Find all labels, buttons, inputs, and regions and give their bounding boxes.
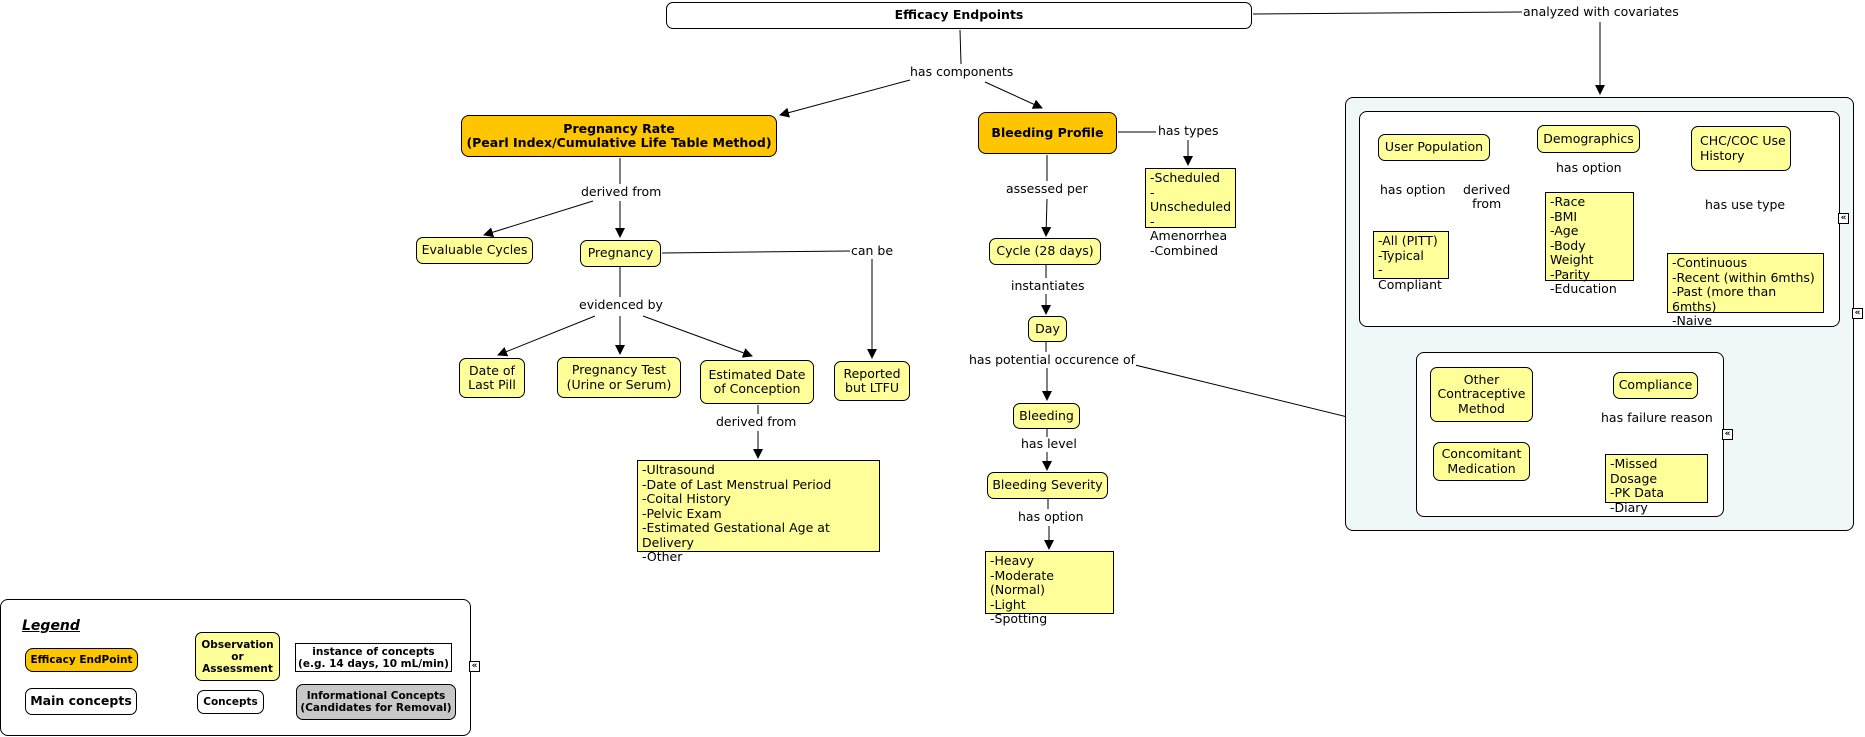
date-of-last-pill-node[interactable]: Date of Last Pill bbox=[459, 358, 525, 398]
edge-assessed-cycle bbox=[1041, 198, 1052, 237]
label-has-failure-reason: has failure reason bbox=[1600, 410, 1714, 425]
day-label: Day bbox=[1035, 320, 1060, 336]
user-population-label: User Population bbox=[1384, 139, 1484, 155]
pregnancy-rate-node[interactable]: Pregnancy Rate (Pearl Index/Cumulative L… bbox=[461, 115, 777, 157]
legend-observation: Observation or Assessment bbox=[195, 632, 280, 681]
pregnancy-rate-title: Pregnancy Rate (Pearl Index/Cumulative L… bbox=[466, 120, 772, 150]
label-analyzed-with-covariates: analyzed with covariates bbox=[1522, 4, 1680, 19]
efficacy-endpoints-root[interactable]: Efficacy Endpoints bbox=[666, 2, 1252, 29]
conception-sources-list: -Ultrasound -Date of Last Menstrual Peri… bbox=[637, 460, 880, 564]
population-options-list: -All (PITT) -Typical -Compliant bbox=[1373, 231, 1449, 291]
other-contraceptive-method-label: Other Contraceptive Method bbox=[1437, 371, 1526, 416]
label-has-level: has level bbox=[1020, 436, 1078, 451]
pregnancy-node[interactable]: Pregnancy bbox=[580, 240, 661, 267]
evaluable-cycles-label: Evaluable Cycles bbox=[421, 242, 528, 258]
label-has-use-type: has use type bbox=[1704, 197, 1787, 212]
legend-efficacy-endpoint-label: Efficacy EndPoint bbox=[30, 654, 133, 666]
pregnancy-label: Pregnancy bbox=[587, 245, 654, 261]
failure-reasons-list: -Missed Dosage -PK Data -Diary bbox=[1605, 454, 1708, 514]
legend-concepts-label: Concepts bbox=[203, 696, 258, 708]
severity-options-text: -Heavy -Moderate (Normal) -Light -Spotti… bbox=[990, 553, 1054, 626]
bleeding-label: Bleeding bbox=[1019, 407, 1074, 423]
date-of-last-pill-label: Date of Last Pill bbox=[468, 362, 516, 392]
demographics-options-list: -Race -BMI -Age -Body Weight -Parity -Ed… bbox=[1545, 192, 1634, 296]
legend-efficacy-endpoint: Efficacy EndPoint bbox=[25, 648, 138, 672]
collapse-covariates-button[interactable]: « bbox=[1852, 308, 1863, 319]
label-instantiates: instantiates bbox=[1010, 278, 1086, 293]
bleeding-node[interactable]: Bleeding bbox=[1013, 403, 1080, 429]
compliance-node[interactable]: Compliance bbox=[1613, 372, 1698, 399]
label-has-components: has components bbox=[909, 64, 1015, 79]
label-demographics-has-option: has option bbox=[1555, 160, 1623, 175]
bleeding-severity-node[interactable]: Bleeding Severity bbox=[987, 472, 1108, 499]
bleeding-profile-node[interactable]: Bleeding Profile bbox=[978, 112, 1117, 154]
root-title: Efficacy Endpoints bbox=[894, 7, 1024, 23]
label-rate-derived-from: derived from bbox=[580, 184, 663, 199]
severity-options-list: -Heavy -Moderate (Normal) -Light -Spotti… bbox=[985, 551, 1114, 626]
edge-components-bleeding bbox=[984, 81, 1043, 109]
use-types-list: -Continuous -Recent (within 6mths) -Past… bbox=[1667, 253, 1824, 328]
legend-title: Legend bbox=[22, 618, 80, 634]
legend-main-concepts-label: Main concepts bbox=[30, 693, 132, 709]
label-can-be: can be bbox=[850, 243, 895, 258]
reported-ltfu-node[interactable]: Reported but LTFU bbox=[834, 361, 910, 401]
edge-evidenced-lastpill bbox=[497, 315, 596, 357]
chc-coc-use-history-node[interactable]: CHC/COC Use History bbox=[1691, 126, 1791, 171]
day-node[interactable]: Day bbox=[1028, 316, 1067, 342]
label-severity-has-option: has option bbox=[1017, 509, 1085, 524]
label-potential-occurrence: has potential occurence of bbox=[968, 352, 1137, 367]
legend-instance-label: instance of concepts (e.g. 14 days, 10 m… bbox=[298, 645, 449, 670]
evaluable-cycles-node[interactable]: Evaluable Cycles bbox=[416, 237, 533, 264]
concomitant-medication-label: Concomitant Medication bbox=[1441, 446, 1522, 476]
pregnancy-test-label: Pregnancy Test (Urine or Serum) bbox=[566, 362, 672, 392]
edge-evidenced-conception bbox=[642, 315, 753, 358]
demographics-label: Demographics bbox=[1543, 130, 1634, 146]
population-options-text: -All (PITT) -Typical -Compliant bbox=[1378, 233, 1442, 292]
label-population-has-option: has option bbox=[1379, 182, 1447, 197]
bleeding-profile-label: Bleeding Profile bbox=[991, 124, 1104, 140]
label-conception-derived-from: derived from bbox=[715, 414, 798, 429]
collapse-legend-button[interactable]: « bbox=[469, 661, 480, 672]
concomitant-medication-node[interactable]: Concomitant Medication bbox=[1433, 442, 1530, 481]
reported-ltfu-label: Reported but LTFU bbox=[843, 365, 901, 395]
edge-components-pregnancy-rate bbox=[779, 79, 911, 118]
legend-instance: instance of concepts (e.g. 14 days, 10 m… bbox=[295, 643, 452, 672]
user-population-node[interactable]: User Population bbox=[1378, 134, 1490, 161]
use-types-text: -Continuous -Recent (within 6mths) -Past… bbox=[1672, 255, 1815, 328]
bleeding-severity-label: Bleeding Severity bbox=[992, 477, 1103, 493]
label-evidenced-by: evidenced by bbox=[578, 297, 664, 312]
legend-concepts: Concepts bbox=[197, 690, 264, 714]
cycle-28-days-node[interactable]: Cycle (28 days) bbox=[989, 238, 1101, 265]
legend-observation-label: Observation or Assessment bbox=[201, 638, 274, 675]
estimated-date-conception-node[interactable]: Estimated Date of Conception bbox=[700, 360, 814, 404]
collapse-compliance-group-button[interactable]: « bbox=[1722, 429, 1733, 440]
label-has-types: has types bbox=[1157, 123, 1220, 138]
demographics-options-text: -Race -BMI -Age -Body Weight -Parity -Ed… bbox=[1550, 194, 1617, 296]
bleeding-types-text: -Scheduled -Unscheduled -Amenorrhea -Com… bbox=[1150, 170, 1232, 258]
label-assessed-per: assessed per bbox=[1005, 181, 1089, 196]
collapse-population-group-button[interactable]: « bbox=[1838, 213, 1849, 224]
conception-sources-text: -Ultrasound -Date of Last Menstrual Peri… bbox=[642, 462, 832, 564]
other-contraceptive-method-node[interactable]: Other Contraceptive Method bbox=[1430, 367, 1533, 422]
label-population-derived-from: derived from bbox=[1462, 182, 1512, 211]
pregnancy-test-node[interactable]: Pregnancy Test (Urine or Serum) bbox=[557, 357, 681, 398]
cycle-28-days-label: Cycle (28 days) bbox=[996, 243, 1094, 259]
edge-root-analyzed bbox=[1252, 11, 1523, 15]
demographics-node[interactable]: Demographics bbox=[1537, 125, 1640, 153]
edge-pregnancy-canbe bbox=[661, 250, 851, 254]
compliance-label: Compliance bbox=[1618, 377, 1693, 393]
legend-informational-label: Informational Concepts (Candidates for R… bbox=[300, 690, 452, 714]
estimated-date-conception-label: Estimated Date of Conception bbox=[708, 366, 806, 396]
failure-reasons-text: -Missed Dosage -PK Data -Diary bbox=[1610, 456, 1665, 515]
bleeding-types-list: -Scheduled -Unscheduled -Amenorrhea -Com… bbox=[1145, 168, 1236, 257]
legend-main-concepts: Main concepts bbox=[25, 688, 137, 715]
edge-derived-evaluable bbox=[483, 200, 594, 238]
chc-coc-use-history-label: CHC/COC Use History bbox=[1700, 133, 1786, 163]
edge-root-components bbox=[959, 29, 962, 65]
legend-informational-concepts: Informational Concepts (Candidates for R… bbox=[296, 684, 456, 720]
